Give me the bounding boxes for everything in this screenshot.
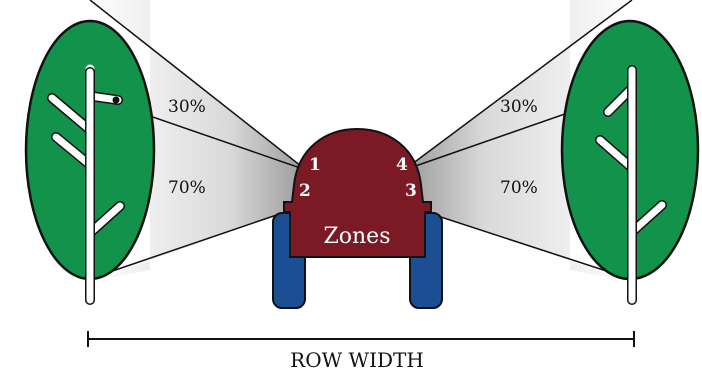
- zone-4-label: 4: [396, 155, 408, 175]
- right-tree-trunk: [595, 65, 667, 305]
- zones-label: Zones: [323, 224, 390, 249]
- left-tree: [24, 19, 156, 305]
- right-bottom-percent: 70%: [500, 178, 538, 198]
- left-bottom-percent: 70%: [168, 178, 206, 198]
- zone-3-label: 3: [405, 181, 417, 201]
- zone-2-label: 2: [299, 181, 311, 201]
- left-top-percent: 30%: [168, 97, 206, 117]
- right-top-percent: 30%: [500, 97, 538, 117]
- left-tree-trunk: [47, 64, 125, 305]
- sprayer-body: [283, 127, 432, 258]
- right-tree: [560, 19, 700, 305]
- zone-1-label: 1: [309, 155, 321, 175]
- row-width-label: ROW WIDTH: [290, 348, 424, 371]
- row-width-dimension: [87, 331, 635, 347]
